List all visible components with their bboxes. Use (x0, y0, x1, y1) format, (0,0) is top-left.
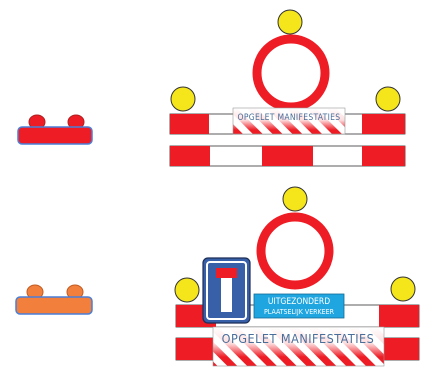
barrier-beam (169, 145, 406, 167)
orange-warning-light-bar-icon (15, 284, 93, 315)
road-barrier-with-no-entry-sign-icon: OPGELET MANIFESTATIES (169, 9, 406, 167)
dead-end-sign (202, 257, 251, 324)
red-warning-light-bar-icon (17, 114, 93, 145)
warning-lamp (282, 186, 308, 212)
sub-plate-line1: UITGEZONDERD (268, 297, 330, 307)
warning-lamp (390, 276, 416, 302)
bottom-plate-text: OPGELET MANIFESTATIES (222, 331, 375, 346)
local-traffic-exception-plate: UITGEZONDERD PLAATSELIJK VERKEER (253, 293, 345, 319)
road-barrier-with-dead-end-sign-icon: UITGEZONDERD PLAATSELIJK VERKEER OPGELET… (174, 186, 420, 367)
warning-lamp (174, 277, 200, 303)
warning-lamp (170, 86, 196, 112)
warning-lamp (277, 9, 303, 35)
top-plate-text: OPGELET MANIFESTATIES (238, 113, 341, 123)
sub-plate-line2: PLAATSELIJK VERKEER (264, 308, 335, 316)
warning-lamp (375, 86, 401, 112)
no-entry-sign (252, 34, 330, 112)
no-entry-sign (256, 212, 334, 290)
